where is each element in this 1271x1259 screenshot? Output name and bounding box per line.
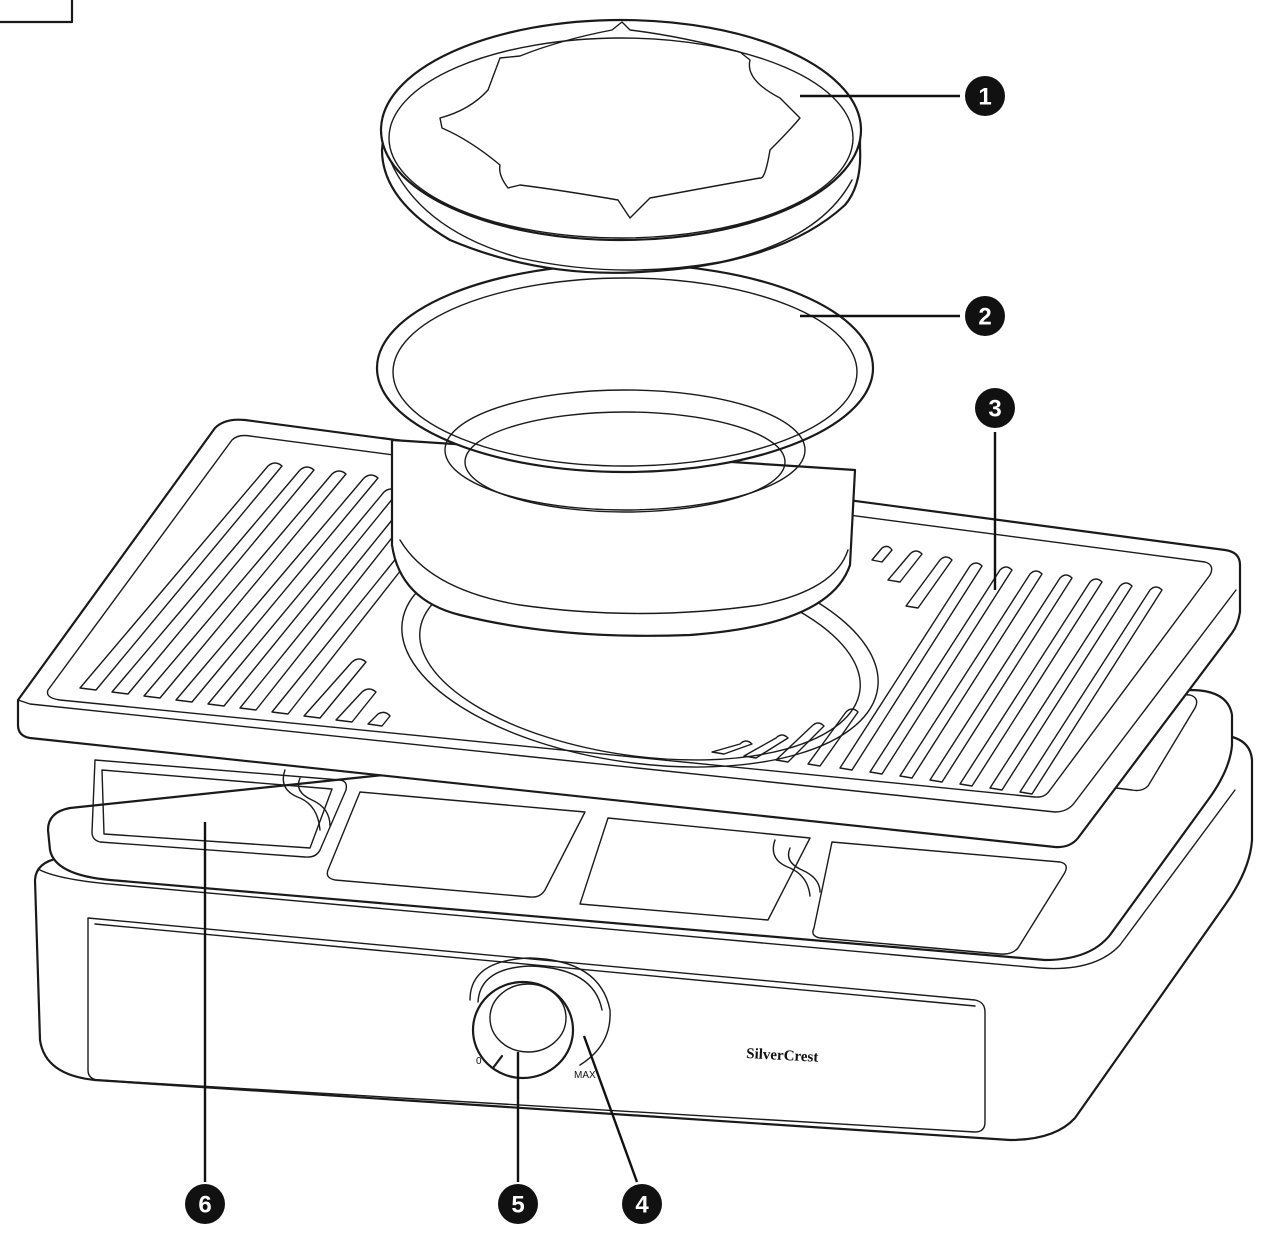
dial-min-label: 0 (476, 1056, 482, 1067)
svg-text:6: 6 (198, 1192, 211, 1219)
svg-text:3: 3 (988, 396, 1001, 423)
callout-3: 3 (975, 388, 1015, 428)
fondue-pot (375, 262, 875, 637)
brand-logo: SilverCrest (746, 1046, 819, 1066)
leader-4 (582, 1035, 639, 1183)
callout-5: 5 (498, 1184, 538, 1224)
leader-lines (203, 94, 997, 1183)
lid (379, 18, 863, 274)
dial-max-label: MAX (574, 1070, 596, 1081)
svg-text:5: 5 (511, 1192, 524, 1219)
temperature-control: 0 MAX (469, 957, 611, 1081)
svg-text:2: 2 (978, 304, 991, 331)
page-corner-frame (0, 0, 74, 24)
callout-2: 2 (965, 296, 1005, 336)
tray-compartments (91, 689, 1198, 955)
callout-1: 1 (965, 76, 1005, 116)
grill-ribs-right (711, 545, 1163, 795)
temperature-dial[interactable] (471, 980, 575, 1080)
callout-6: 6 (185, 1184, 225, 1224)
callout-4: 4 (622, 1184, 662, 1224)
svg-text:1: 1 (978, 84, 991, 111)
svg-text:4: 4 (635, 1192, 649, 1219)
temperature-scale: 0 MAX (469, 957, 611, 1081)
